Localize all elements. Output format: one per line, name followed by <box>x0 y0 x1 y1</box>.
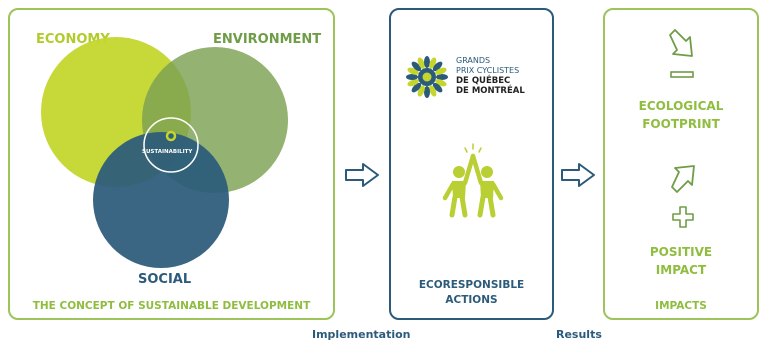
up-arrow-icon <box>671 165 695 193</box>
logo-line: DE QUÉBEC <box>456 76 511 86</box>
logo-petal <box>435 67 447 75</box>
ecological-line: FOOTPRINT <box>642 117 720 131</box>
logo-petal <box>406 74 418 80</box>
logo-text: GRANDS PRIX CYCLISTES DE QUÉBEC DE MONTR… <box>456 56 525 96</box>
actions-caption-line: ECORESPONSIBLE <box>418 279 525 291</box>
logo-petal <box>411 82 422 93</box>
logo-petal <box>432 61 443 72</box>
down-arrow-icon <box>669 29 693 57</box>
sustainability-label: SUSTAINABILITY <box>142 149 193 155</box>
venn-diagram <box>41 37 288 268</box>
positive-line: POSITIVE <box>649 245 713 259</box>
logo-petal <box>407 79 419 87</box>
logo-petals <box>406 56 448 98</box>
cycling-logo-icon <box>406 56 448 98</box>
logo-petal <box>424 56 430 68</box>
logo-line: DE MONTRÉAL <box>456 86 525 96</box>
logo-petal <box>429 85 437 97</box>
results-label: Results <box>556 328 602 341</box>
plus-icon <box>672 206 694 228</box>
impacts-panel: ECOLOGICAL FOOTPRINT POSITIVE IMPACT IMP… <box>603 8 759 320</box>
concept-caption: THE CONCEPT OF SUSTAINABLE DEVELOPMENT <box>32 300 311 312</box>
logo-line: GRANDS <box>456 56 491 65</box>
social-circle <box>93 132 229 268</box>
actions-panel: GRANDS PRIX CYCLISTES DE QUÉBEC DE MONTR… <box>389 8 554 320</box>
positive-line: IMPACT <box>655 263 707 277</box>
logo-petal <box>432 82 443 93</box>
right-arrow-icon <box>345 163 379 187</box>
right-arrow-icon <box>561 163 595 187</box>
logo-line: PRIX CYCLISTES <box>456 66 520 75</box>
logo-petal <box>411 61 422 72</box>
logo-petal <box>417 57 425 69</box>
environment-label: ENVIRONMENT <box>213 32 322 47</box>
ecological-line: ECOLOGICAL <box>638 99 724 113</box>
high-five-icon <box>442 143 504 218</box>
implementation-label: Implementation <box>312 328 411 341</box>
logo-petal <box>424 86 430 98</box>
minus-icon <box>670 71 694 78</box>
concept-panel: ECONOMY ENVIRONMENT SUSTAINABILITY SOCIA… <box>8 8 335 320</box>
social-label: SOCIAL <box>138 272 192 287</box>
logo-petal <box>436 74 448 80</box>
sustainability-dot <box>165 130 177 142</box>
impacts-caption: IMPACTS <box>655 300 707 312</box>
sustainability-ring <box>143 117 199 173</box>
actions-caption-line: ACTIONS <box>445 294 498 306</box>
